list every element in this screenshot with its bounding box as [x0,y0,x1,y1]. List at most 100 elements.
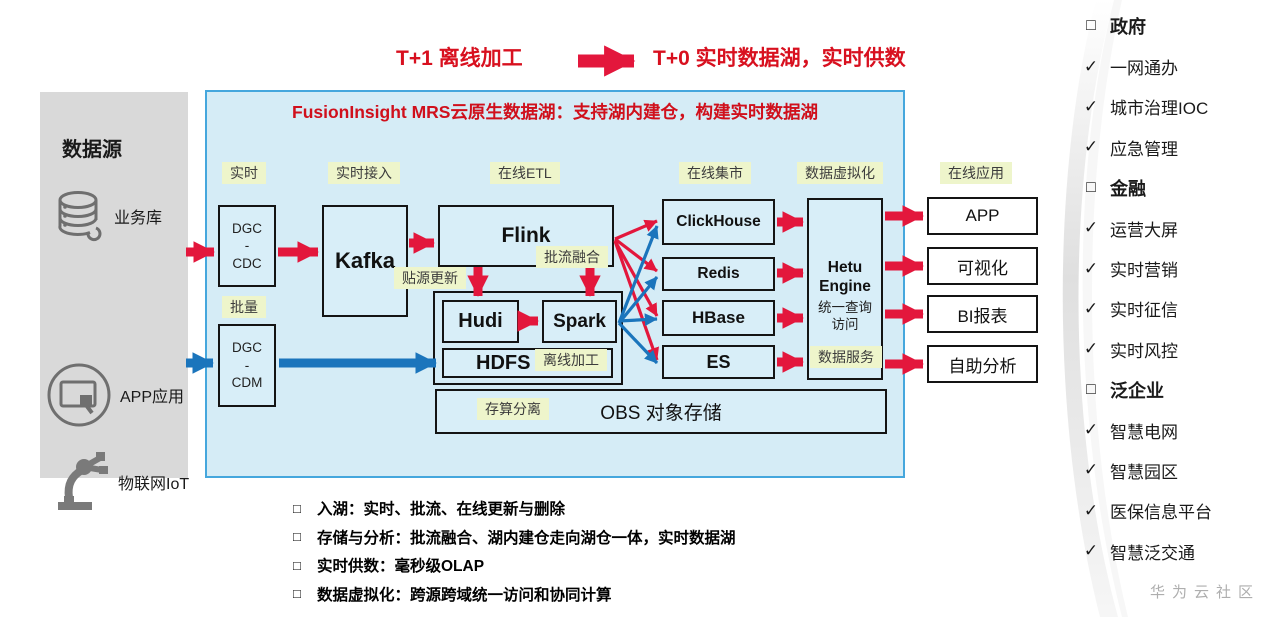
industry-item-label: 城市治理IOC [1110,99,1209,119]
node-kafka: Kafka [322,205,408,317]
node-dgc-cdc: DGC - CDC [218,205,276,287]
industry-header-label: 泛企业 [1110,380,1164,401]
label-offline-processing: 离线加工 [535,349,607,371]
node-es: ES [662,345,775,379]
industry-header: □政府 [1082,6,1274,46]
source-iot: 物联网IoT [52,450,189,514]
node-app: APP [927,197,1038,235]
industry-item-label: 运营大屏 [1110,220,1178,240]
node-app-label: APP [965,206,1000,225]
label-storage-compute-separation: 存算分离 [477,398,549,420]
check-icon: ✓ [1083,420,1099,440]
square-bullet-icon: □ [293,557,301,573]
bullet-row: □入湖：实时、批流、在线更新与删除 [293,494,736,523]
node-es-label: ES [706,351,731,372]
industry-item-label: 实时风控 [1110,341,1178,361]
banner-realtime-title: T+0 实时数据湖，实时供数 [653,47,906,70]
source-iot-label: 物联网IoT [118,476,190,493]
square-bullet-icon: □ [293,529,301,545]
node-clickhouse-label: ClickHouse [676,213,761,230]
industry-item-label: 智慧园区 [1110,462,1178,482]
industry-header-label: 金融 [1110,178,1146,199]
bullet-text: 实时供数：毫秒级OLAP [317,558,485,576]
node-visualization-label: 可视化 [957,258,1008,278]
node-self-service-analysis-label: 自助分析 [948,356,1017,376]
lake-panel-title: FusionInsight MRS云原生数据湖：支持湖内建仓，构建实时数据湖 [292,102,818,122]
square-bullet-icon: □ [293,500,301,516]
label-realtime: 实时 [222,162,266,184]
node-self-service-analysis: 自助分析 [927,345,1038,383]
industry-item: ✓ 运营大屏 [1082,208,1274,248]
industry-item-label: 应急管理 [1110,139,1178,159]
label-online-mart: 在线集市 [679,162,751,184]
industry-item: ✓智慧电网 [1082,410,1274,450]
check-icon: ✓ [1083,339,1099,359]
label-batch: 批量 [222,296,266,318]
check-icon: ✓ [1083,500,1099,520]
node-flink-label: Flink [501,224,551,247]
node-hdfs-label: HDFS [476,351,531,374]
industry-item: ✓ 智慧泛交通 [1082,531,1274,571]
industry-item: ✓ 实时征信 [1082,289,1274,329]
node-hetu-subtitle: 统一查询 访问 [818,299,872,332]
bullet-text: 存储与分析：批流融合、湖内建仓走向湖仓一体，实时数据湖 [317,529,736,547]
industry-item: ✓ 实时风控 [1082,329,1274,369]
source-app: APP应用 [46,362,184,428]
check-icon: ✓ [1083,460,1099,480]
bullet-row: □ 实时供数：毫秒级OLAP [293,551,736,580]
label-online-etl: 在线ETL [490,162,560,184]
node-hudi-label: Hudi [458,310,503,332]
bullet-row: □ 数据虚拟化：跨源跨域统一访问和协同计算 [293,580,736,609]
check-icon: ✓ [1083,96,1099,116]
industry-header: □ 泛企业 [1082,370,1274,410]
industry-list: □政府 ✓一网通办 ✓城市治理IOC ✓应急管理 □金融 ✓运营大屏 ✓实时营销… [1082,6,1274,571]
industry-item-label: 实时营销 [1110,261,1178,281]
industry-item-label: 实时征信 [1110,301,1178,321]
node-obs-label: OBS 对象存储 [600,403,722,424]
node-hbase: HBase [662,300,775,336]
square-bullet-icon: □ [293,586,301,602]
label-data-virtualization: 数据虚拟化 [797,162,883,184]
industry-item-label: 智慧泛交通 [1110,543,1195,563]
industry-item-label: 医保信息平台 [1110,503,1212,523]
node-redis: Redis [662,257,775,291]
label-realtime-ingest: 实时接入 [328,162,400,184]
node-spark-label: Spark [553,310,606,332]
node-redis-label: Redis [697,265,740,282]
node-hetu-name: Hetu Engine [819,259,871,296]
industry-item: ✓实时营销 [1082,248,1274,288]
check-icon: ✓ [1083,541,1099,561]
label-batch-stream-fusion: 批流融合 [536,246,608,268]
node-bi-report: BI报表 [927,295,1038,333]
node-visualization: 可视化 [927,247,1038,285]
node-dgc-cdc-label: DGC - CDC [232,220,262,271]
source-business-db: 业务库 [52,188,162,244]
node-dgc-cdm-label: DGC - CDM [231,340,263,391]
bullet-row: □ 存储与分析：批流融合、湖内建仓走向湖仓一体，实时数据湖 [293,523,736,552]
node-hudi: Hudi [442,300,519,343]
source-business-db-label: 业务库 [114,210,163,227]
check-icon: ✓ [1083,298,1099,318]
check-icon: ✓ [1083,218,1099,238]
label-data-service: 数据服务 [810,346,882,368]
square-bullet-icon: □ [1086,380,1096,398]
node-spark: Spark [542,300,617,343]
label-online-app: 在线应用 [940,162,1012,184]
industry-item: ✓ 智慧园区 [1082,450,1274,490]
bullet-text: 数据虚拟化：跨源跨域统一访问和协同计算 [317,586,612,604]
check-icon: ✓ [1083,137,1099,157]
node-dgc-cdm: DGC - CDM [218,324,276,407]
summary-bullets: □入湖：实时、批流、在线更新与删除 □ 存储与分析：批流融合、湖内建仓走向湖仓一体… [293,494,736,608]
banner-offline-title: T+1 离线加工 [396,47,523,70]
iot-robot-icon [58,452,108,510]
check-icon: ✓ [1083,56,1099,76]
huawei-cloud-community-watermark: 华为云社区 [1150,584,1261,601]
industry-item: ✓ 医保信息平台 [1082,491,1274,531]
node-bi-report-label: BI报表 [957,306,1008,326]
source-app-label: APP应用 [120,389,185,406]
database-icon [58,191,102,242]
app-screen-icon [47,363,111,427]
label-source-update: 贴源更新 [394,267,466,289]
industry-item-label: 一网通办 [1110,59,1178,79]
